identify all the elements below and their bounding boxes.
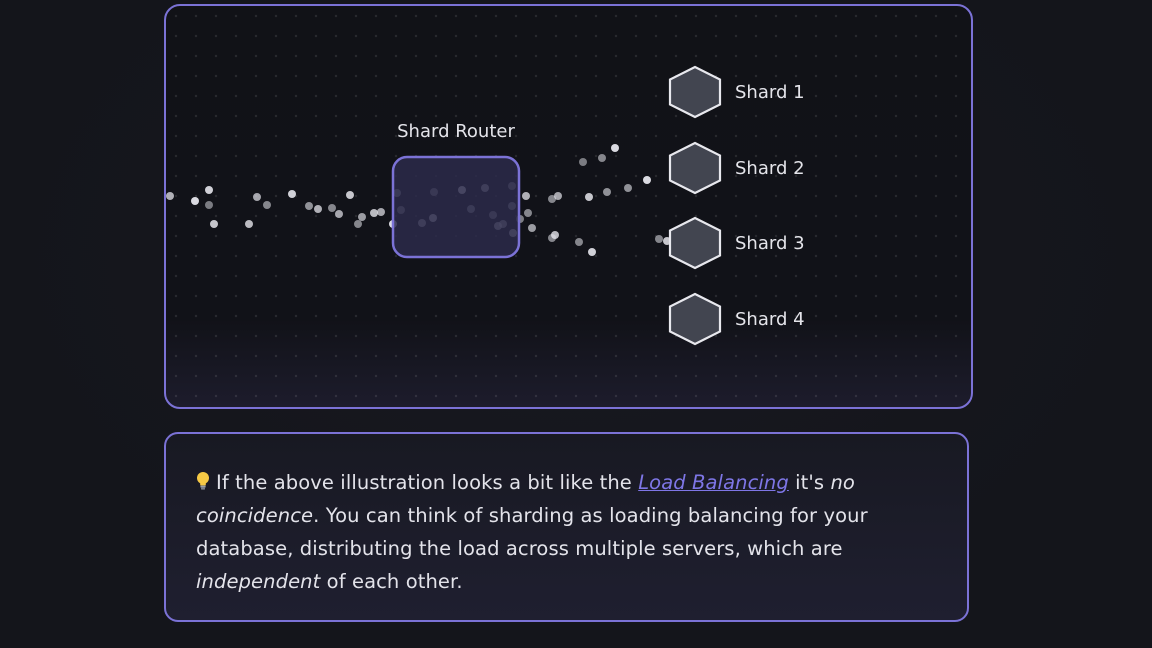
request-particle <box>588 248 596 256</box>
request-particle <box>554 192 562 200</box>
shard-2-label: Shard 2 <box>735 158 805 179</box>
info-text: If the above illustration looks a bit li… <box>196 466 937 598</box>
request-particle <box>346 191 354 199</box>
info-emphasis-independent: independent <box>196 570 321 593</box>
shard-3-hexagon-icon <box>668 216 722 270</box>
request-particle <box>205 186 213 194</box>
request-particle <box>245 220 253 228</box>
request-particle <box>579 158 587 166</box>
lightbulb-icon <box>196 471 210 491</box>
shard-4-hexagon-icon <box>668 292 722 346</box>
info-text-part-1: If the above illustration looks a bit li… <box>216 471 639 494</box>
sharding-diagram-panel: Shard Router Shard 1 Shard 2 Shard 3 Sha… <box>164 4 973 409</box>
info-text-part-4: of each other. <box>320 570 463 593</box>
shard-4: Shard 4 <box>668 292 805 346</box>
info-text-part-3: . You can think of sharding as loading b… <box>196 504 868 560</box>
request-particle <box>598 154 606 162</box>
request-particle <box>288 190 296 198</box>
request-particle <box>643 176 651 184</box>
request-particle <box>585 193 593 201</box>
request-particle <box>210 220 218 228</box>
request-particle <box>191 197 199 205</box>
request-particle <box>655 235 663 243</box>
sharding-diagram: Shard Router Shard 1 Shard 2 Shard 3 Sha… <box>166 65 805 346</box>
request-particle <box>548 234 556 242</box>
request-particle <box>377 208 385 216</box>
shard-3-label: Shard 3 <box>735 233 805 254</box>
info-text-part-2: it's <box>788 471 831 494</box>
shard-1-hexagon-icon <box>668 65 722 119</box>
request-particle <box>611 144 619 152</box>
info-callout: If the above illustration looks a bit li… <box>164 432 969 622</box>
request-particle <box>205 201 213 209</box>
request-particle <box>624 184 632 192</box>
load-balancing-link[interactable]: Load Balancing <box>638 471 789 494</box>
shard-2-hexagon-icon <box>668 141 722 195</box>
request-particle <box>358 213 366 221</box>
request-particle <box>524 209 532 217</box>
request-particle <box>522 192 530 200</box>
request-particle <box>305 202 313 210</box>
router-label: Shard Router <box>397 121 515 142</box>
request-particle <box>548 195 556 203</box>
request-particle <box>335 210 343 218</box>
request-particle <box>314 205 322 213</box>
shard-4-label: Shard 4 <box>735 309 805 330</box>
shard-1: Shard 1 <box>668 65 805 119</box>
shard-2: Shard 2 <box>668 141 805 195</box>
request-particle <box>370 209 378 217</box>
request-particle <box>166 192 174 200</box>
request-particle <box>253 193 261 201</box>
request-particle <box>328 204 336 212</box>
shard-1-label: Shard 1 <box>735 82 805 103</box>
shard-router-box <box>391 155 521 259</box>
request-particle <box>528 224 536 232</box>
request-particle <box>575 238 583 246</box>
request-particle <box>354 220 362 228</box>
request-particle <box>603 188 611 196</box>
shard-3: Shard 3 <box>668 216 805 270</box>
info-emphasis-no-coincidence: no coincidence <box>196 471 855 527</box>
request-particle <box>263 201 271 209</box>
